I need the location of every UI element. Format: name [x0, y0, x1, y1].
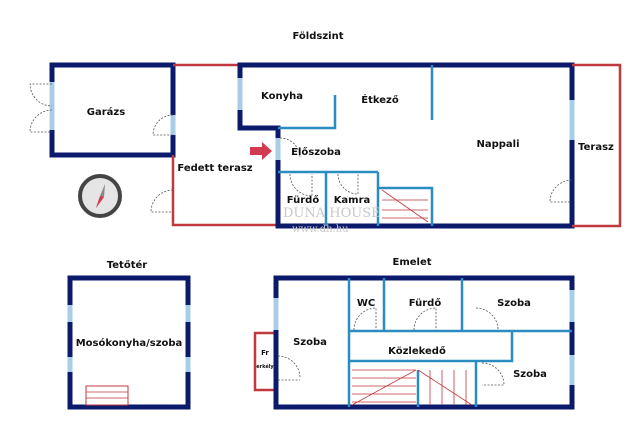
compass-icon: [78, 174, 122, 218]
room-label-room3: Szoba: [513, 369, 547, 380]
room-label-hall: Előszoba: [291, 146, 341, 158]
room-label-laundry: Mosókonyha/szoba: [76, 337, 183, 349]
balcony-label-1: Fr: [261, 349, 269, 357]
ground-floor-title: Földszint: [293, 31, 344, 42]
watermark-brand: DUNA HOUSE: [283, 206, 381, 221]
house-upper: [273, 275, 575, 410]
covered-terrace-outline: [171, 63, 278, 227]
room-label-corridor: Közlekedő: [388, 345, 446, 357]
room-label-garage: Garázs: [87, 106, 125, 118]
room-label-room1: Szoba: [293, 337, 327, 348]
entrance-arrow-icon: [250, 142, 272, 160]
garage-door-icon: [29, 83, 53, 133]
room-label-wc: WC: [357, 298, 375, 309]
attic: [67, 275, 191, 410]
room-label-upper-bathroom: Fürdő: [409, 297, 442, 309]
room-label-kitchen: Konyha: [261, 91, 303, 102]
attic-title: Tetőtér: [107, 259, 147, 271]
terrace-outline: [572, 63, 622, 228]
upper-floor-title: Emelet: [392, 257, 431, 268]
room-label-living: Nappali: [476, 139, 519, 150]
room-label-pantry: Kamra: [334, 195, 371, 206]
garage: [29, 62, 176, 158]
room-label-dining: Étkező: [361, 93, 399, 106]
room-label-room2: Szoba: [497, 298, 531, 309]
room-label-covered-terrace: Fedett terasz: [177, 163, 252, 174]
balcony-outline: [253, 331, 276, 392]
watermark-url: www.dh.hu: [292, 224, 349, 235]
room-label-bathroom: Fürdő: [287, 194, 320, 206]
balcony-label-2: erkély: [256, 363, 274, 370]
room-label-terrace: Terasz: [578, 142, 614, 153]
